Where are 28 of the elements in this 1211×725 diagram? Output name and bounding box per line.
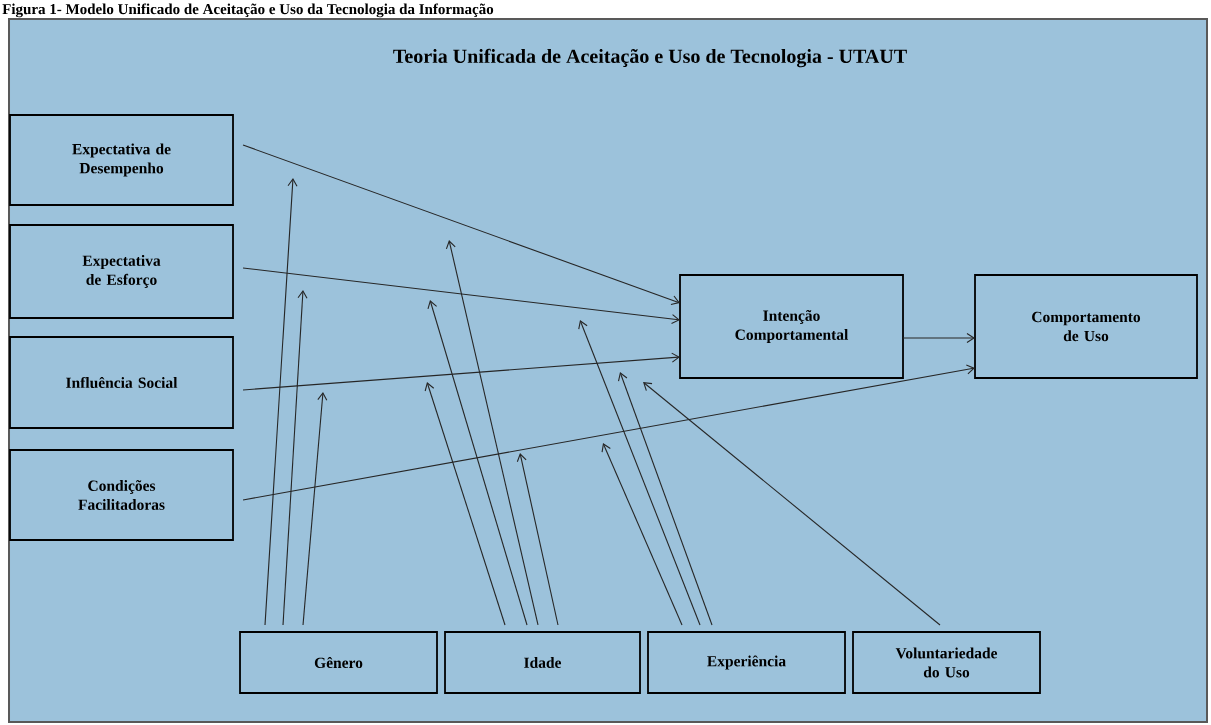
arrow xyxy=(242,267,680,325)
arrow xyxy=(617,372,713,626)
arrow xyxy=(302,392,328,626)
arrow xyxy=(242,144,680,306)
arrow xyxy=(427,300,528,626)
arrow xyxy=(516,453,559,626)
arrow xyxy=(902,332,975,344)
box: Intenção Comportamental xyxy=(679,274,904,379)
caption: Figura 1- Modelo Unificado de Aceitação e Uso da Tecnologia da Informação xyxy=(2,3,494,18)
box: Expectativa de Esforço xyxy=(9,224,234,319)
arrow xyxy=(424,382,506,626)
arrow xyxy=(578,320,701,626)
arrow xyxy=(445,240,539,626)
box: Comportamento de Uso xyxy=(974,274,1198,379)
box: Voluntariedade do Uso xyxy=(852,631,1041,694)
arrow xyxy=(643,382,941,626)
box: Experiência xyxy=(647,631,846,694)
heading: Teoria Unificada de Aceitação e Uso de Tecnologia - UTAUT xyxy=(393,48,907,68)
arrow xyxy=(242,364,975,501)
box: Expectativa de Desempenho xyxy=(9,114,234,206)
box: Influência Social xyxy=(9,336,234,429)
arrow xyxy=(242,352,680,391)
box: Gênero xyxy=(239,631,438,694)
arrow xyxy=(282,290,308,626)
arrow xyxy=(601,443,683,626)
arrow xyxy=(264,178,298,626)
box: Idade xyxy=(444,631,641,694)
box: Condições Facilitadoras xyxy=(9,449,234,541)
